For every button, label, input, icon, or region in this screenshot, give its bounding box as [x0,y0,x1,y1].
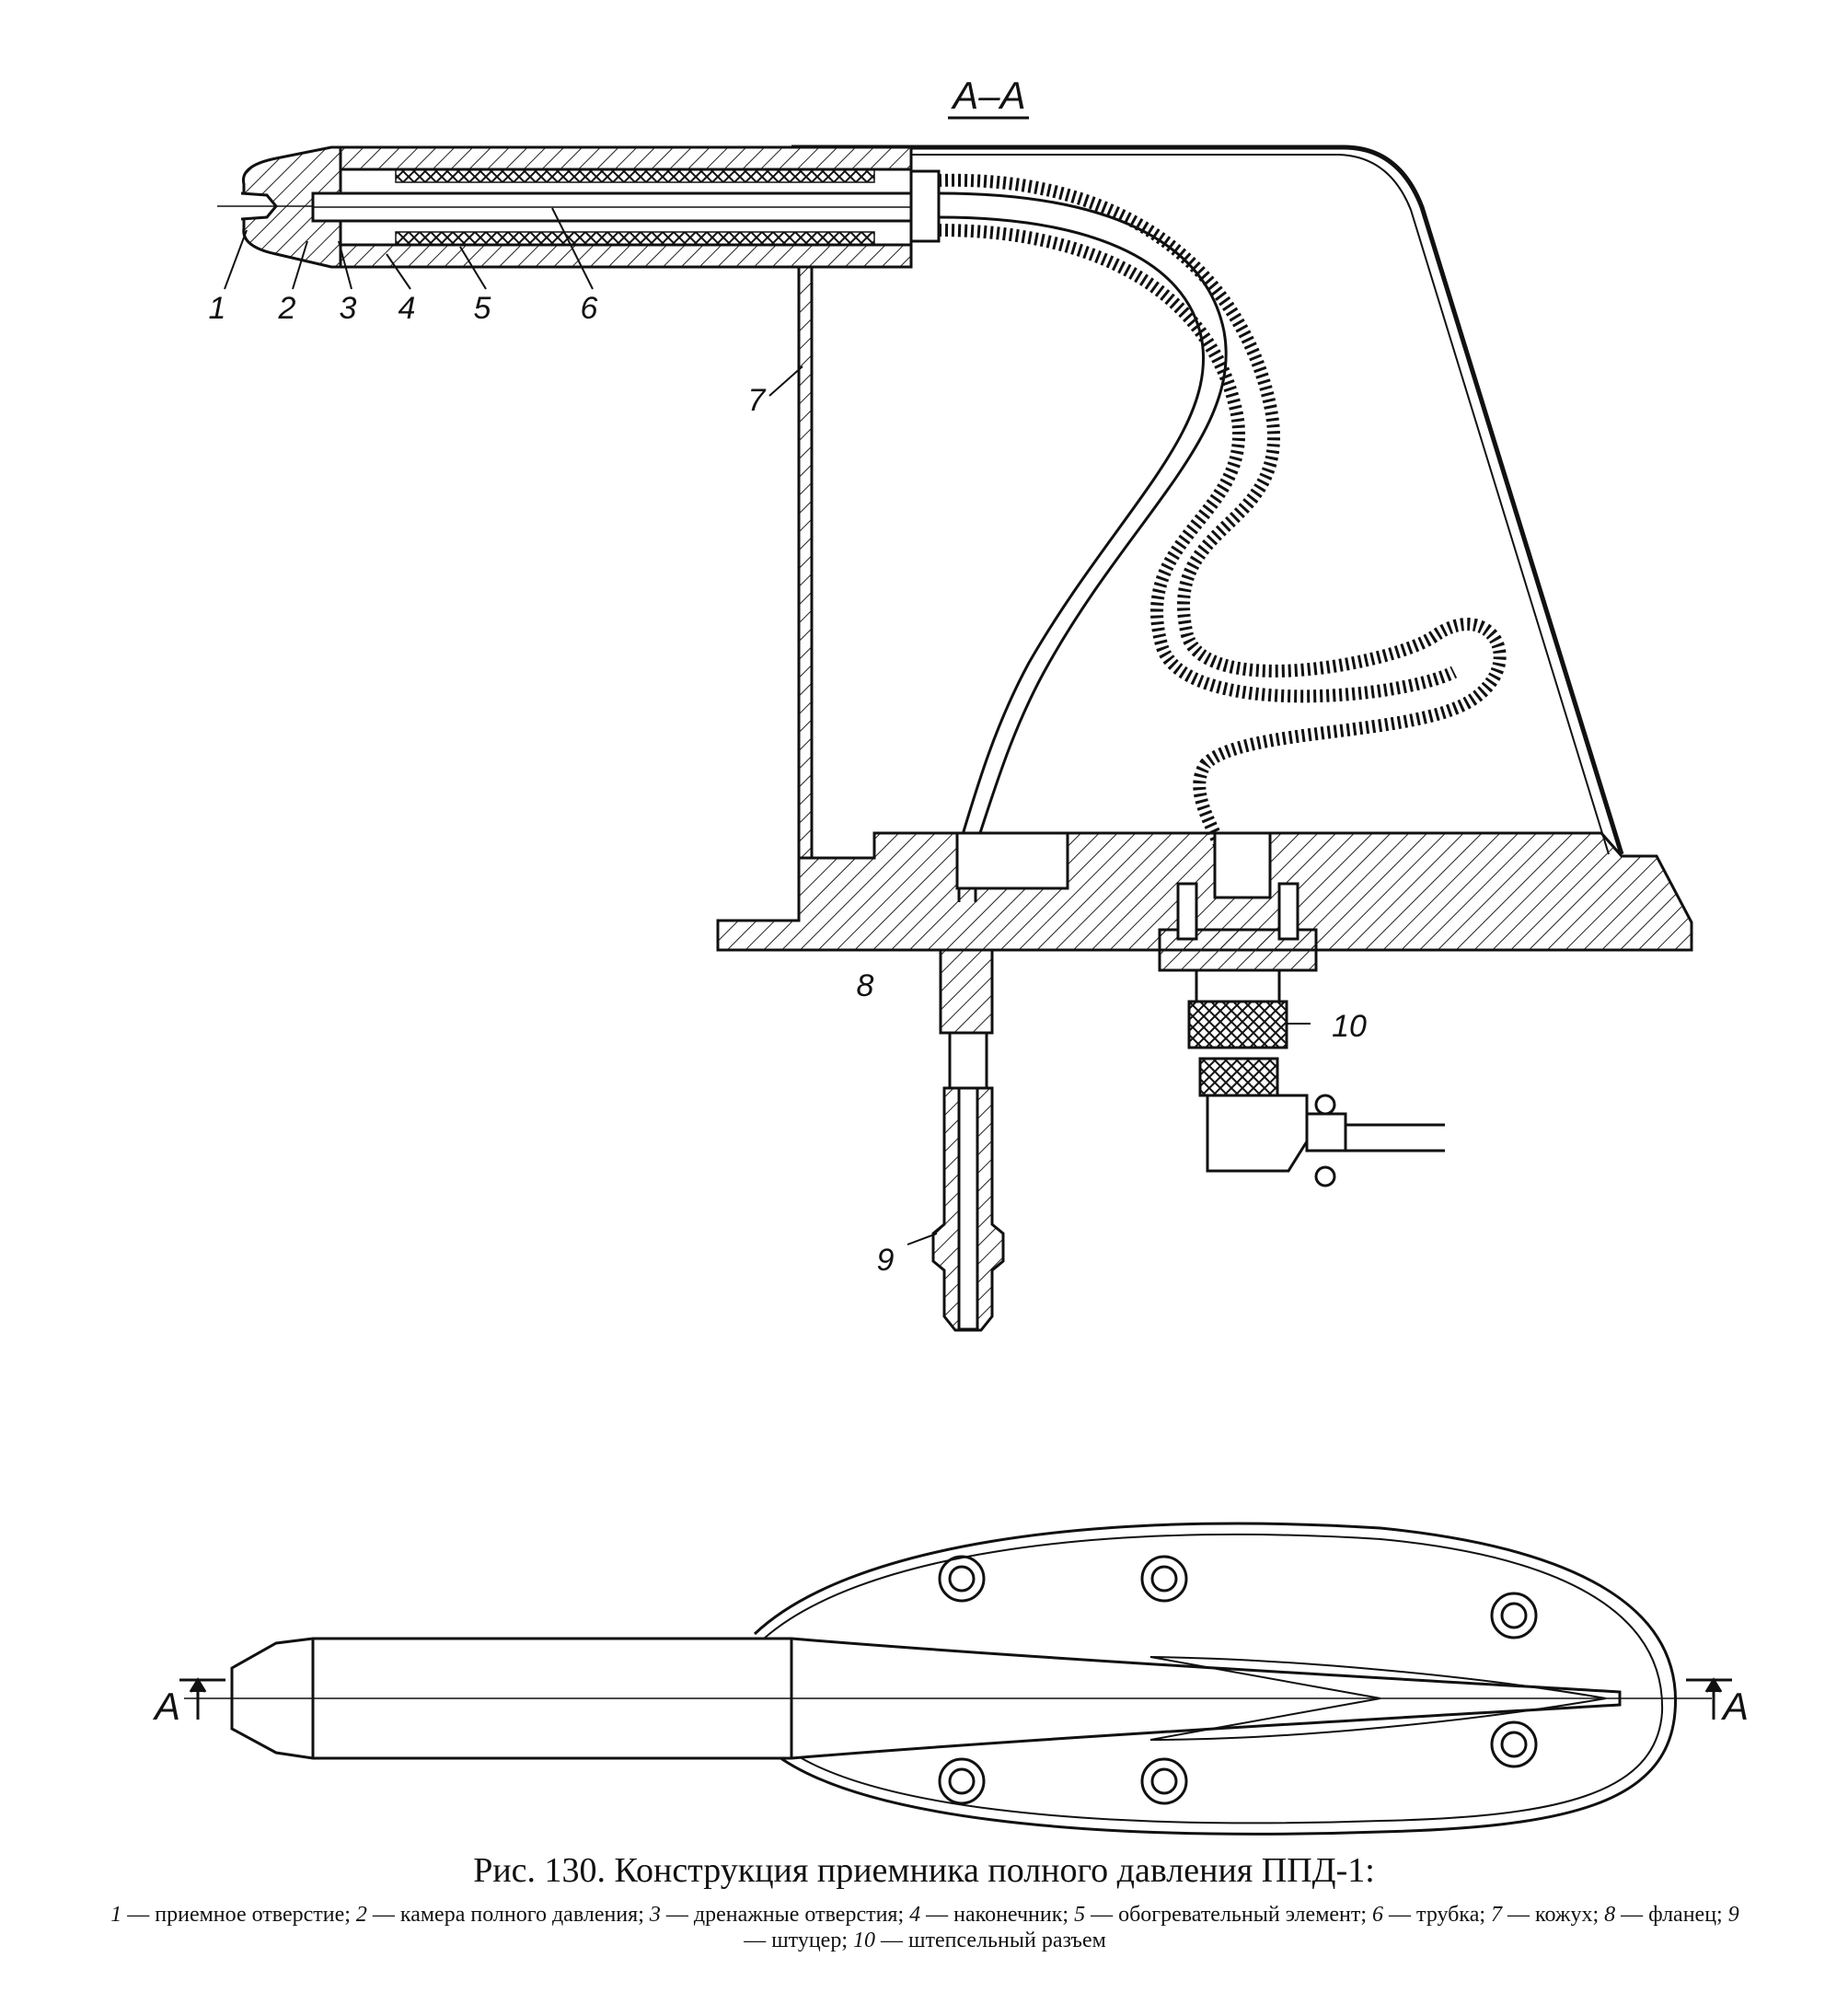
label-2: 2 [278,291,296,326]
part-labels: 1 2 3 4 5 6 7 8 9 10 [209,291,1367,1278]
label-1: 1 [209,291,226,326]
legend-text-2: камера полного давления; [399,1903,644,1927]
legend-num-10: 10 [853,1929,876,1952]
label-7: 7 [748,383,767,418]
nut [909,169,941,243]
legend-num-9: 9 [1727,1903,1739,1927]
label-10: 10 [1332,1009,1367,1044]
label-6: 6 [581,291,598,326]
label-8: 8 [857,968,874,1003]
heater-cable [938,173,1507,859]
mounting-bolts [938,1555,1538,1805]
legend-text-10: штепсельный разъем [908,1929,1106,1952]
heater-element [395,168,875,183]
section-marker-left [179,1677,225,1720]
sectional-view [217,145,1693,1332]
legend-text-8: фланец; [1648,1903,1723,1927]
label-3: 3 [340,291,357,326]
label-4: 4 [398,291,416,326]
label-5: 5 [474,291,491,326]
legend-num-3: 3 [649,1903,661,1927]
tube-a [938,191,1228,902]
legend-num-1: 1 [110,1903,122,1927]
section-title-text: А–А [950,74,1025,117]
legend-text-7: кожух; [1535,1903,1600,1927]
shroud-wall [797,256,814,860]
legend-num-7: 7 [1491,1903,1503,1927]
section-title: А–А [948,74,1029,120]
legend-text-4: наконечник; [953,1903,1069,1927]
label-9: 9 [877,1243,895,1278]
legend-text-5: обогревательный элемент; [1118,1903,1368,1927]
fairing-outline [791,145,1624,855]
legend-text-6: трубка; [1416,1903,1486,1927]
legend-text-9: штуцер; [771,1929,849,1952]
legend-text-1: приемное отверстие; [155,1903,351,1927]
leader-lines [224,207,1311,1245]
legend-num-2: 2 [355,1903,367,1927]
base-outline [753,1522,1678,1836]
pressure-fitting [931,948,1005,1332]
legend-num-6: 6 [1372,1903,1384,1927]
figure-caption: Рис. 130. Конструкция приемника полного … [473,1851,1375,1890]
section-marker-right-letter: А [1720,1685,1749,1728]
section-marker-left-letter: А [152,1685,180,1728]
legend-num-5: 5 [1074,1903,1086,1927]
plan-view [179,1522,1732,1836]
legend-num-4: 4 [909,1903,921,1927]
electrical-connector [1158,882,1445,1187]
section-marker-right [1686,1677,1732,1720]
legend-num-8: 8 [1604,1903,1616,1927]
legend-text-3: дренажные отверстия; [693,1903,905,1927]
figure-legend: 1 — приемное отверстие; 2 — камера полно… [110,1903,1739,1952]
